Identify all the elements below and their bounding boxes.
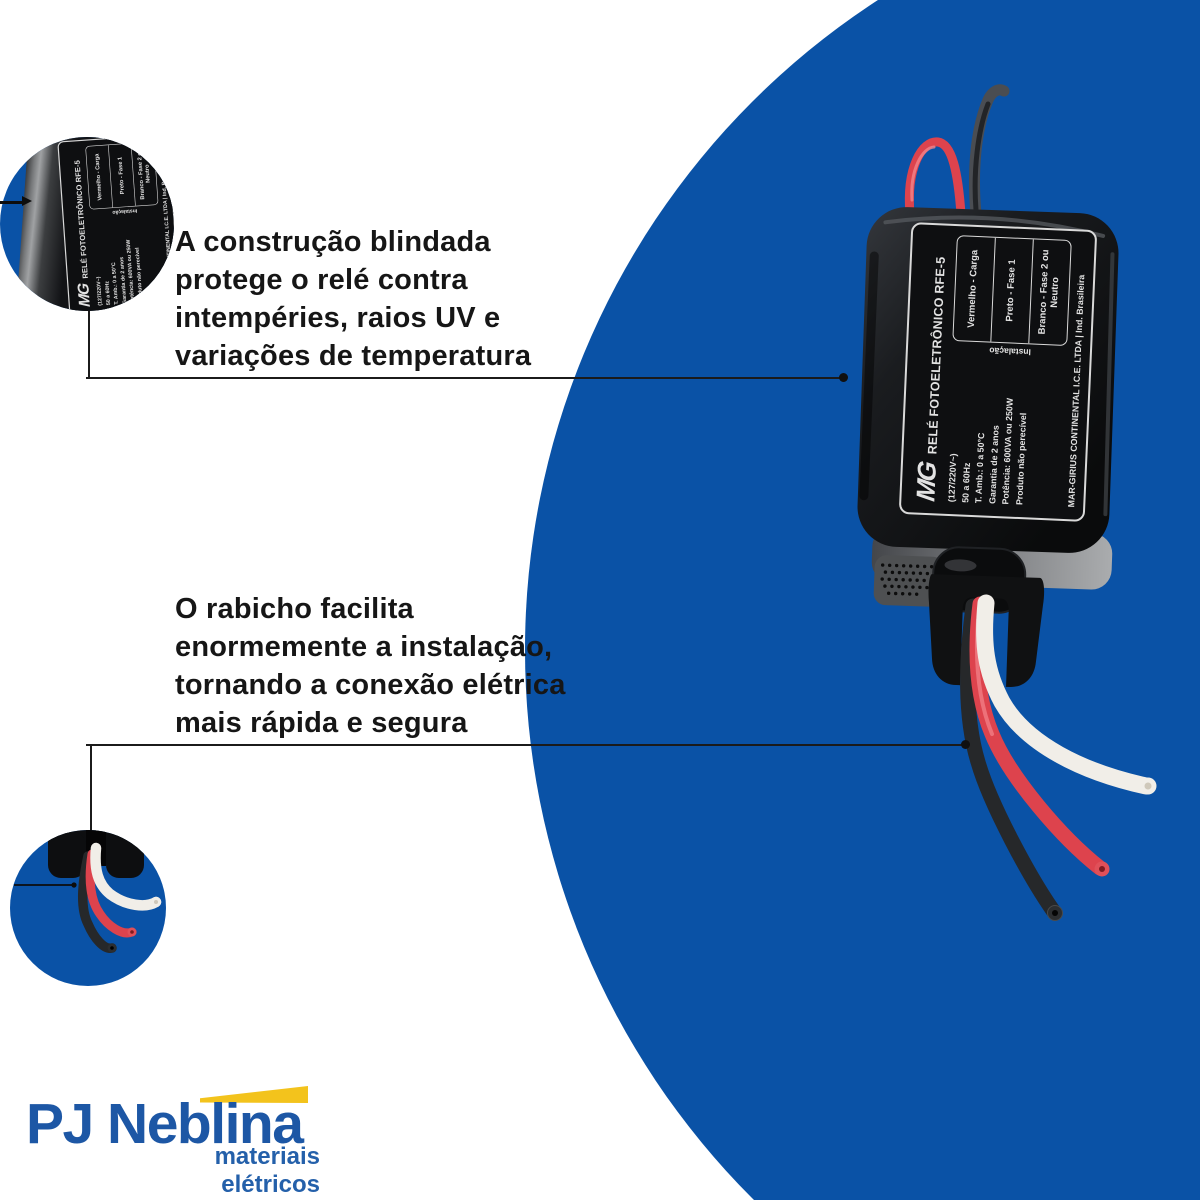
caption-line: mais rápida e segura xyxy=(175,707,468,739)
zoom-wire-white xyxy=(90,842,162,911)
wiring-table: Vermelho - Carga Preto - Fase 1 Branco -… xyxy=(952,235,1072,346)
caption-line: protege o relé contra xyxy=(175,264,468,296)
caption-line: O rabicho facilita xyxy=(175,593,414,625)
detail-circle-wires xyxy=(10,830,166,986)
caption-line: enormemente a instalação, xyxy=(175,631,553,663)
wiring-row: Vermelho - Carga xyxy=(966,249,981,329)
logo-tagline: materiais elétricos xyxy=(214,1143,320,1198)
relay-label-zoom: MG RELÉ FOTOELETRÔNICO RFE-5 (127/220V~)… xyxy=(57,137,174,311)
callout-text-shielded: A construção blindada protege o relé con… xyxy=(175,223,531,375)
callout-connector xyxy=(90,745,92,831)
wiring-row: Branco - Fase 2 ou Neutro xyxy=(1028,239,1071,345)
relay-label-title: RELÉ FOTOELETRÔNICO RFE-5 xyxy=(925,256,948,455)
callout-text-pigtail: O rabicho facilita enormemente a instala… xyxy=(175,590,566,742)
caption-line: intempéries, raios UV e xyxy=(175,302,501,334)
pointer-arrow-icon xyxy=(22,196,32,206)
mg-brand-logo: MG xyxy=(73,283,94,308)
relay-top-wire-black xyxy=(969,84,1010,220)
relay-label-specs: (127/220V~) 50 a 60Hz T. Amb.: 0 a 50°C … xyxy=(945,354,1068,507)
caption-line: tornando a conexão elétrica xyxy=(175,669,566,701)
relay-bracket xyxy=(928,574,1045,687)
mg-brand-logo: MG xyxy=(910,460,942,504)
caption-line: variações de temperatura xyxy=(175,340,532,372)
relay-label: MG RELÉ FOTOELETRÔNICO RFE-5 (127/220V~)… xyxy=(898,222,1098,522)
callout-dot xyxy=(961,740,970,749)
callout-line xyxy=(86,377,843,379)
zoom-wire-black xyxy=(77,851,117,953)
detail-circle-label: MG RELÉ FOTOELETRÔNICO RFE-5 (127/220V~)… xyxy=(0,137,174,311)
logo-wordmark: PJ Neblina xyxy=(26,1092,304,1156)
wiring-row: Preto - Fase 1 xyxy=(990,237,1033,344)
callout-connector xyxy=(88,311,90,378)
callout-line xyxy=(86,744,965,746)
relay-label-header: MG RELÉ FOTOELETRÔNICO RFE-5 xyxy=(910,234,952,504)
relay-wire-white xyxy=(976,594,1157,795)
relay-top-wire-red xyxy=(904,137,966,219)
zoom-wire-red xyxy=(85,849,137,938)
caption-line: A construção blindada xyxy=(175,226,491,258)
relay-wire-black xyxy=(960,598,1063,921)
pointer-arrow-icon xyxy=(14,882,77,888)
relay-vent-dots xyxy=(873,555,945,607)
callout-dot xyxy=(839,373,848,382)
wires-zoom-art xyxy=(14,830,162,953)
pointer-arrow-icon xyxy=(0,201,23,204)
